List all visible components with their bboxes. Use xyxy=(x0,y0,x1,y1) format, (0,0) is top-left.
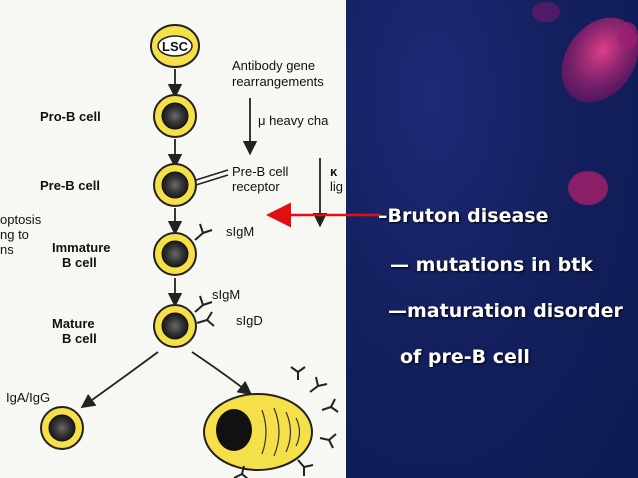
antibody-icon xyxy=(233,465,249,478)
lsc-label: LSC xyxy=(162,39,189,54)
pro-b-label: Pro-B cell xyxy=(40,109,101,124)
decorative-blob xyxy=(568,171,608,205)
apoptosis-label-3: ns xyxy=(0,242,14,257)
immature-label-1: Immature xyxy=(52,240,111,255)
sigd-mature-label: sIgD xyxy=(236,313,263,328)
sigm-receptor-icon xyxy=(194,295,213,313)
pre-b-label: Pre-B cell xyxy=(40,178,100,193)
pro-b-nucleus xyxy=(161,102,189,130)
immature-nucleus xyxy=(161,240,189,268)
antibody-icon xyxy=(309,376,328,393)
antibody-icon xyxy=(319,433,337,449)
apoptosis-label-1: optosis xyxy=(0,212,42,227)
class-switched-nucleus xyxy=(48,414,76,442)
decorative-blob xyxy=(618,22,638,50)
kappa-label-2: lig xyxy=(330,179,343,194)
sigm-receptor-icon xyxy=(194,223,213,241)
plasma-cell-nucleus xyxy=(216,409,252,451)
decorative-blob xyxy=(532,2,560,22)
sigm-immature-label: sIgM xyxy=(226,224,254,239)
plasma-cell-er xyxy=(261,407,301,457)
bullet-bruton-disease: –Bruton disease xyxy=(378,205,549,227)
antibody-icon xyxy=(321,398,339,413)
class-switch-label: IgA/IgG xyxy=(6,390,50,405)
kappa-label-1: κ xyxy=(330,164,338,179)
apoptosis-label-2: ng to xyxy=(0,227,29,242)
pre-b-receptor-mark xyxy=(195,174,229,186)
mu-heavy-label: μ heavy cha xyxy=(258,113,329,128)
mature-label-1: Mature xyxy=(52,316,95,331)
pre-b-nucleus xyxy=(161,171,189,199)
bullet-maturation-disorder: —maturation disorder xyxy=(388,300,623,322)
mature-nucleus xyxy=(161,312,189,340)
pre-b-receptor-mark xyxy=(195,169,229,181)
antibody-icon xyxy=(290,366,306,380)
immature-label-2: B cell xyxy=(62,255,97,270)
rearrangements-label: rearrangements xyxy=(232,74,324,89)
lsc-cell-label-bg xyxy=(157,35,193,57)
arrow-mature-to-class-switch xyxy=(80,351,159,409)
mature-label-2: B cell xyxy=(62,331,97,346)
antibody-gene-label: Antibody gene xyxy=(232,58,315,73)
bullet-pre-b-cell: of pre-B cell xyxy=(400,346,530,368)
arrow-mature-to-plasma xyxy=(191,351,253,396)
sigm-mature-label: sIgM xyxy=(212,287,240,302)
antibody-icon xyxy=(297,459,314,476)
pre-b-receptor-label-1: Pre-B cell xyxy=(232,164,288,179)
pre-b-receptor-label-2: receptor xyxy=(232,179,280,194)
bullet-mutations-btk: — mutations in btk xyxy=(390,254,593,276)
sigd-receptor-icon xyxy=(196,311,215,327)
decorative-blob xyxy=(561,17,638,103)
